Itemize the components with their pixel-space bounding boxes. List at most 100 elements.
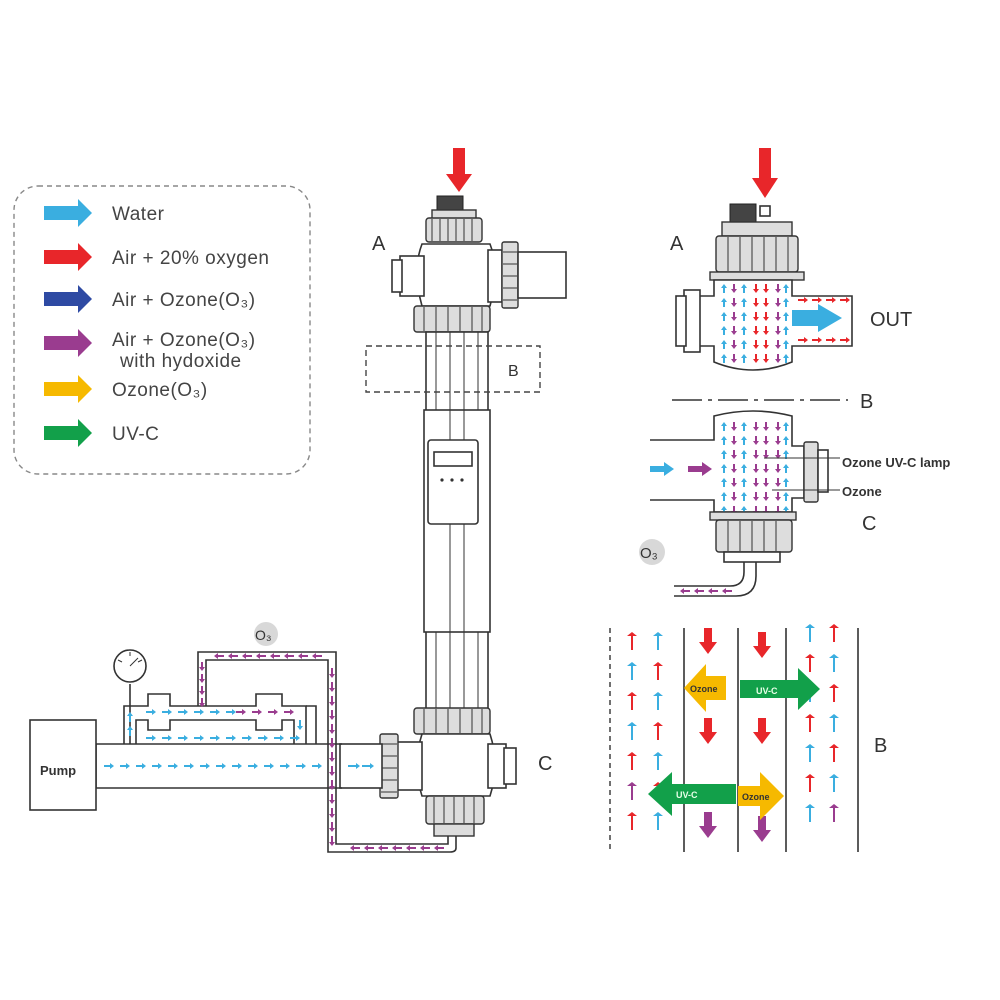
flow-arrow-icon bbox=[242, 653, 252, 659]
flow-arrow-icon bbox=[753, 298, 759, 307]
flow-arrow-icon bbox=[226, 709, 236, 715]
ozone-return-line bbox=[205, 659, 457, 853]
flow-arrow-icon bbox=[783, 326, 789, 335]
flow-arrow-icon bbox=[348, 763, 360, 769]
flow-arrow-icon bbox=[783, 340, 789, 349]
flow-arrow-icon bbox=[741, 284, 747, 293]
flow-arrow-icon bbox=[753, 312, 759, 321]
flow-arrow-icon bbox=[162, 735, 172, 741]
flow-arrow-icon bbox=[741, 506, 747, 515]
ozone-arrow-2-label: Ozone bbox=[742, 792, 770, 802]
flow-arrow-icon bbox=[731, 340, 737, 349]
flow-arrow-icon bbox=[722, 588, 732, 594]
air-inlet-arrow-icon bbox=[446, 148, 472, 192]
flow-arrow-icon bbox=[829, 774, 839, 792]
flow-arrow-icon bbox=[783, 312, 789, 321]
label-a-detail: A bbox=[670, 233, 684, 255]
flow-arrow-icon bbox=[753, 436, 759, 445]
flow-arrow-icon bbox=[775, 492, 781, 501]
detail-c-hydroxide-arrow-icon bbox=[688, 462, 712, 476]
flow-arrow-icon bbox=[280, 763, 290, 769]
flow-arrow-icon bbox=[829, 744, 839, 762]
flow-arrow-icon bbox=[653, 812, 663, 830]
flow-arrow-icon bbox=[721, 450, 727, 459]
flow-arrow-icon bbox=[798, 337, 808, 343]
flow-arrow-icon bbox=[200, 763, 210, 769]
detail-c-nut bbox=[715, 519, 793, 553]
flow-arrow-icon bbox=[783, 284, 789, 293]
flow-arrow-icon bbox=[258, 735, 268, 741]
flow-arrow-icon bbox=[741, 478, 747, 487]
flow-arrow-icon bbox=[763, 478, 769, 487]
label-c-detail: C bbox=[862, 513, 876, 535]
flow-arrow-icon bbox=[753, 632, 771, 658]
flow-arrow-icon bbox=[653, 662, 663, 680]
flow-arrow-icon bbox=[329, 766, 335, 776]
flow-arrow-icon bbox=[364, 845, 374, 851]
water-arrow-icon bbox=[44, 199, 92, 227]
flow-arrow-icon bbox=[256, 653, 266, 659]
flow-arrow-icon bbox=[406, 845, 416, 851]
flow-arrow-icon bbox=[210, 709, 220, 715]
top-t-body bbox=[416, 243, 496, 307]
ozone-arrow-icon bbox=[44, 375, 92, 403]
flow-arrow-icon bbox=[146, 735, 156, 741]
o3-badge-detail bbox=[639, 539, 665, 565]
flow-arrow-icon bbox=[329, 710, 335, 720]
flow-arrow-icon bbox=[329, 752, 335, 762]
flow-arrow-icon bbox=[812, 297, 822, 303]
flow-arrow-icon bbox=[741, 436, 747, 445]
top-nut bbox=[425, 217, 483, 243]
flow-arrow-icon bbox=[763, 340, 769, 349]
flow-arrow-icon bbox=[162, 709, 172, 715]
flow-arrow-icon bbox=[812, 337, 822, 343]
flow-arrow-icon bbox=[763, 436, 769, 445]
flow-arrow-icon bbox=[248, 763, 258, 769]
flow-arrow-icon bbox=[252, 709, 262, 715]
flow-arrow-icon bbox=[783, 436, 789, 445]
flow-arrow-icon bbox=[199, 662, 205, 671]
legend-label-uvc: UV-C bbox=[112, 424, 159, 445]
flow-arrow-icon bbox=[731, 326, 737, 335]
ozone-big-arrow-2 bbox=[738, 772, 784, 820]
flow-arrow-icon bbox=[329, 822, 335, 832]
flow-arrow-icon bbox=[731, 492, 737, 501]
flow-arrow-icon bbox=[763, 326, 769, 335]
flow-arrow-icon bbox=[274, 735, 284, 741]
flow-arrow-icon bbox=[694, 588, 704, 594]
flow-arrow-icon bbox=[721, 478, 727, 487]
flow-arrow-icon bbox=[829, 654, 839, 672]
flow-arrow-icon bbox=[699, 628, 717, 654]
flow-arrow-icon bbox=[216, 763, 226, 769]
flow-arrow-icon bbox=[775, 422, 781, 431]
flow-arrow-icon bbox=[146, 709, 156, 715]
ozone-big-arrow-1 bbox=[684, 664, 726, 712]
flow-arrow-icon bbox=[284, 709, 294, 715]
flow-arrow-icon bbox=[699, 718, 717, 744]
lower-collar-nut bbox=[413, 707, 491, 735]
flow-arrow-icon bbox=[775, 284, 781, 293]
flow-arrow-icon bbox=[753, 816, 771, 842]
flow-arrow-icon bbox=[420, 845, 430, 851]
display-screen bbox=[433, 451, 473, 467]
legend-item-uvc: UV-C bbox=[44, 419, 159, 447]
flow-arrow-icon bbox=[184, 763, 194, 769]
flow-arrow-icon bbox=[199, 686, 205, 695]
flow-arrow-icon bbox=[296, 763, 306, 769]
flow-arrow-icon bbox=[329, 794, 335, 804]
bypass-loop bbox=[123, 693, 307, 744]
flow-arrow-icon bbox=[178, 735, 188, 741]
flow-arrow-icon bbox=[721, 436, 727, 445]
uvc-arrow-icon bbox=[44, 419, 92, 447]
label-b-detail: B bbox=[860, 391, 873, 413]
flow-arrow-icon bbox=[763, 284, 769, 293]
flow-arrow-icon bbox=[178, 709, 188, 715]
flow-arrow-icon bbox=[226, 735, 236, 741]
flow-arrow-icon bbox=[763, 298, 769, 307]
detail-c-flow-arrows bbox=[721, 422, 789, 515]
uvc-arrow-1-label: UV-C bbox=[756, 686, 778, 696]
flow-arrow-icon bbox=[236, 709, 246, 715]
flow-arrow-icon bbox=[329, 836, 335, 846]
